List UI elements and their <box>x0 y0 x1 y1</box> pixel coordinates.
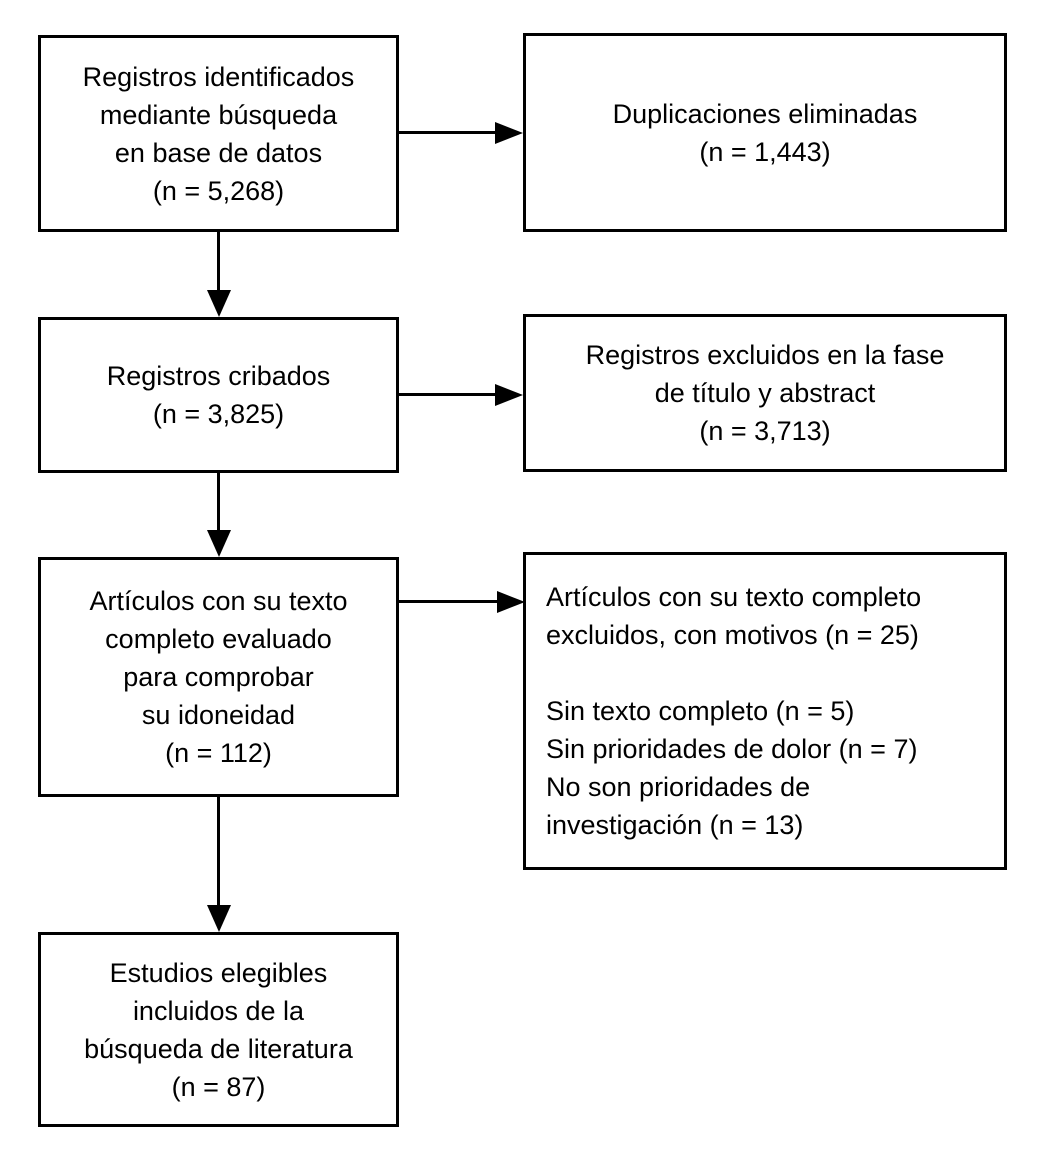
flow-box-duplicates-removed: Duplicaciones eliminadas (n = 1,443) <box>523 33 1007 232</box>
flow-box-excluded-title-abstract: Registros excluidos en la fase de título… <box>523 314 1007 472</box>
flow-box-text: Registros identificados mediante búsqued… <box>82 61 355 206</box>
flow-box-text: Estudios elegibles incluidos de la búsqu… <box>84 957 353 1102</box>
flow-box-text: Registros excluidos en la fase de título… <box>585 340 945 446</box>
flow-box-studies-included: Estudios elegibles incluidos de la búsqu… <box>38 932 399 1127</box>
arrow-stem <box>217 473 220 532</box>
flow-box-text: Artículos con su texto completo excluido… <box>546 582 922 840</box>
flow-box-fulltext-excluded: Artículos con su texto completo excluido… <box>523 552 1007 870</box>
arrow-down-icon <box>207 530 231 557</box>
arrow-right-icon <box>497 591 525 613</box>
arrow-right-icon <box>495 122 523 144</box>
arrow-stem <box>217 232 220 292</box>
flow-box-records-identified: Registros identificados mediante búsqued… <box>38 35 399 232</box>
flow-box-fulltext-assessed: Artículos con su texto completo evaluado… <box>38 557 399 797</box>
arrow-stem <box>217 797 220 907</box>
arrow-stem <box>399 131 497 134</box>
flow-box-text: Registros cribados (n = 3,825) <box>106 361 331 429</box>
arrow-stem <box>399 393 497 396</box>
arrow-down-icon <box>207 290 231 317</box>
flow-box-records-screened: Registros cribados (n = 3,825) <box>38 317 399 473</box>
arrow-down-icon <box>207 905 231 932</box>
arrow-right-icon <box>495 384 523 406</box>
flow-box-text: Duplicaciones eliminadas (n = 1,443) <box>612 98 918 167</box>
arrow-stem <box>399 600 499 603</box>
flow-box-text: Artículos con su texto completo evaluado… <box>89 586 348 768</box>
